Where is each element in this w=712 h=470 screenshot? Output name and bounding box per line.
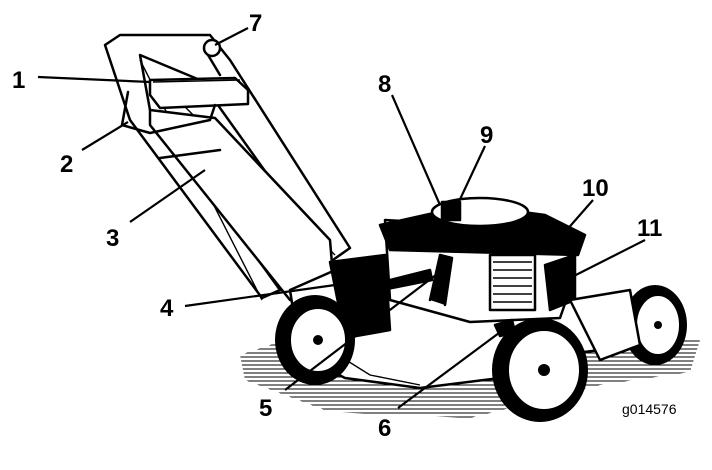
callout-2: 2 bbox=[60, 151, 73, 178]
front-right-wheel bbox=[492, 318, 588, 422]
control-box bbox=[148, 76, 250, 110]
engine-vent-lines bbox=[493, 261, 532, 303]
callout-1: 1 bbox=[12, 67, 25, 94]
height-lever bbox=[428, 253, 454, 307]
leader-5 bbox=[284, 267, 446, 391]
leader-6 bbox=[397, 329, 504, 409]
rear-height-bar bbox=[368, 268, 434, 294]
callout-5: 5 bbox=[259, 395, 272, 422]
callout-7: 7 bbox=[249, 10, 262, 37]
leader-4 bbox=[184, 283, 336, 308]
callout-6: 6 bbox=[378, 415, 391, 442]
callout-4: 4 bbox=[160, 295, 174, 322]
callout-11: 11 bbox=[637, 215, 662, 242]
callout-8: 8 bbox=[378, 71, 391, 98]
knob bbox=[202, 38, 222, 58]
control-box-top bbox=[152, 79, 241, 83]
leader-11 bbox=[561, 239, 646, 283]
bail-bar bbox=[120, 90, 217, 135]
leader-7 bbox=[214, 27, 249, 46]
leader-3 bbox=[129, 169, 206, 223]
leader-1 bbox=[37, 75, 151, 84]
callout-9: 9 bbox=[480, 122, 493, 149]
figure-id: g014576 bbox=[622, 401, 677, 417]
grass-bag-band bbox=[158, 148, 222, 160]
callout-10: 10 bbox=[582, 175, 609, 202]
leader-2 bbox=[81, 121, 129, 151]
leader-10 bbox=[564, 199, 594, 233]
callout-3: 3 bbox=[106, 225, 119, 252]
knob-stem bbox=[206, 53, 222, 77]
front-guard bbox=[568, 288, 642, 362]
leader-9 bbox=[454, 145, 486, 211]
engine-vents bbox=[488, 253, 537, 312]
rear-left-wheel bbox=[275, 295, 355, 385]
leader-8 bbox=[390, 94, 442, 206]
